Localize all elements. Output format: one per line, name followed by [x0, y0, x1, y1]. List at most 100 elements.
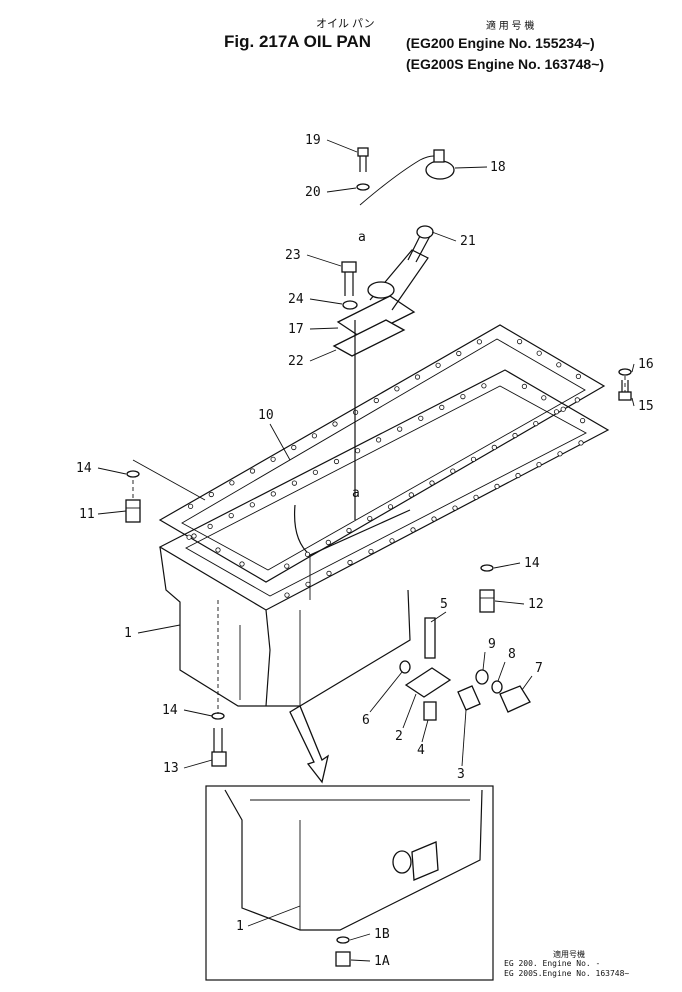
rim-hole	[367, 515, 373, 522]
callout-13: 13	[163, 761, 179, 776]
gasket-10	[158, 324, 606, 583]
bolt-12	[479, 589, 495, 613]
callout-19: 19	[305, 133, 321, 148]
leader-line	[369, 671, 403, 713]
rim-hole	[491, 444, 497, 450]
rim-hole	[304, 551, 311, 557]
rim-hole	[332, 421, 338, 427]
rim-hole	[346, 527, 352, 534]
leader-line	[97, 467, 127, 475]
callout-1: 1	[236, 919, 244, 934]
leader-line	[349, 933, 371, 941]
leader-line	[493, 562, 521, 569]
leader-line	[326, 139, 358, 153]
ref-a-upper: a	[358, 230, 366, 245]
rim-hole	[575, 373, 582, 379]
rim-hole	[481, 383, 487, 389]
rim-hole	[284, 563, 290, 569]
rim-hole	[456, 350, 462, 357]
washer-20	[356, 183, 370, 191]
rim-hole	[368, 548, 374, 555]
callout-14: 14	[76, 461, 92, 476]
applicability-heading: 適 用 号 機	[486, 19, 534, 32]
bolt-11	[125, 499, 141, 523]
rim-hole	[229, 480, 235, 486]
inset-note-heading: 適用号機	[553, 949, 585, 959]
leader-line	[482, 651, 486, 671]
rim-hole	[556, 362, 562, 368]
title-japanese: オイル パン	[316, 17, 375, 30]
rim-hole	[397, 426, 403, 432]
figure-title: Fig. 217A OIL PAN	[224, 32, 371, 51]
leader-line	[137, 624, 181, 634]
rim-hole	[515, 472, 521, 479]
callout-7: 7	[535, 661, 543, 676]
rim-hole	[270, 491, 276, 497]
rim-hole	[284, 592, 290, 598]
callout-11: 11	[79, 507, 95, 522]
inset-note-line-1: EG 200. Engine No. -	[504, 959, 600, 968]
rim-hole	[476, 339, 482, 345]
leader-line	[269, 423, 291, 461]
rim-hole	[373, 397, 379, 404]
callout-12: 12	[528, 597, 544, 612]
leader-line	[494, 600, 525, 605]
rim-hole	[291, 444, 297, 451]
leader-line	[350, 959, 371, 962]
rim-hole	[333, 458, 340, 465]
inset-note-line-2: EG 200S.Engine No. 163748~	[504, 969, 629, 978]
rim-hole	[470, 456, 477, 462]
rim-hole	[473, 494, 479, 500]
dipstick-guide-assembly	[332, 149, 455, 520]
rim-hole	[215, 547, 221, 553]
leader-line	[326, 187, 357, 193]
rim-hole	[579, 417, 586, 424]
callout-14: 14	[162, 703, 178, 718]
callout-21: 21	[460, 234, 476, 249]
leader-line	[631, 397, 635, 407]
bolt-23	[341, 261, 357, 296]
bolt-19	[357, 147, 369, 172]
rim-hole	[414, 374, 421, 380]
leader-line	[183, 759, 213, 769]
rim-hole	[249, 502, 255, 508]
callout-15: 15	[638, 399, 654, 414]
callout-9: 9	[488, 637, 496, 652]
rim-hole	[394, 386, 400, 392]
callout-1A: 1A	[374, 954, 390, 969]
rim-hole	[311, 433, 317, 439]
leader-line	[454, 166, 488, 169]
callout-2: 2	[395, 729, 403, 744]
inset-arrow	[289, 705, 330, 784]
rim-hole	[389, 538, 395, 544]
washer-16	[618, 368, 632, 376]
callout-6: 6	[362, 713, 370, 728]
leader-line	[306, 254, 342, 267]
bolt-13	[211, 728, 227, 767]
drain-parts	[399, 617, 531, 721]
callout-4: 4	[417, 743, 425, 758]
rim-hole	[208, 491, 214, 498]
rim-hole	[270, 456, 276, 462]
rim-hole	[207, 523, 213, 530]
leader-lines	[97, 139, 635, 962]
washer-14-left	[126, 470, 140, 478]
rim-hole	[494, 483, 500, 489]
applicability-line-1: (EG200 Engine No. 155234~)	[406, 35, 595, 51]
rim-hole	[435, 362, 441, 368]
rim-hole	[553, 409, 560, 415]
rim-hole	[578, 440, 584, 446]
washer-24	[342, 300, 358, 310]
rim-hole	[557, 451, 563, 457]
rim-hole	[410, 527, 416, 533]
callout-22: 22	[288, 354, 304, 369]
rim-hole	[408, 492, 414, 498]
rim-hole	[188, 503, 194, 509]
rim-hole	[354, 448, 361, 454]
leader-line	[309, 327, 339, 330]
rim-hole	[418, 415, 424, 421]
leader-line	[402, 693, 417, 729]
rim-holes	[186, 338, 586, 598]
